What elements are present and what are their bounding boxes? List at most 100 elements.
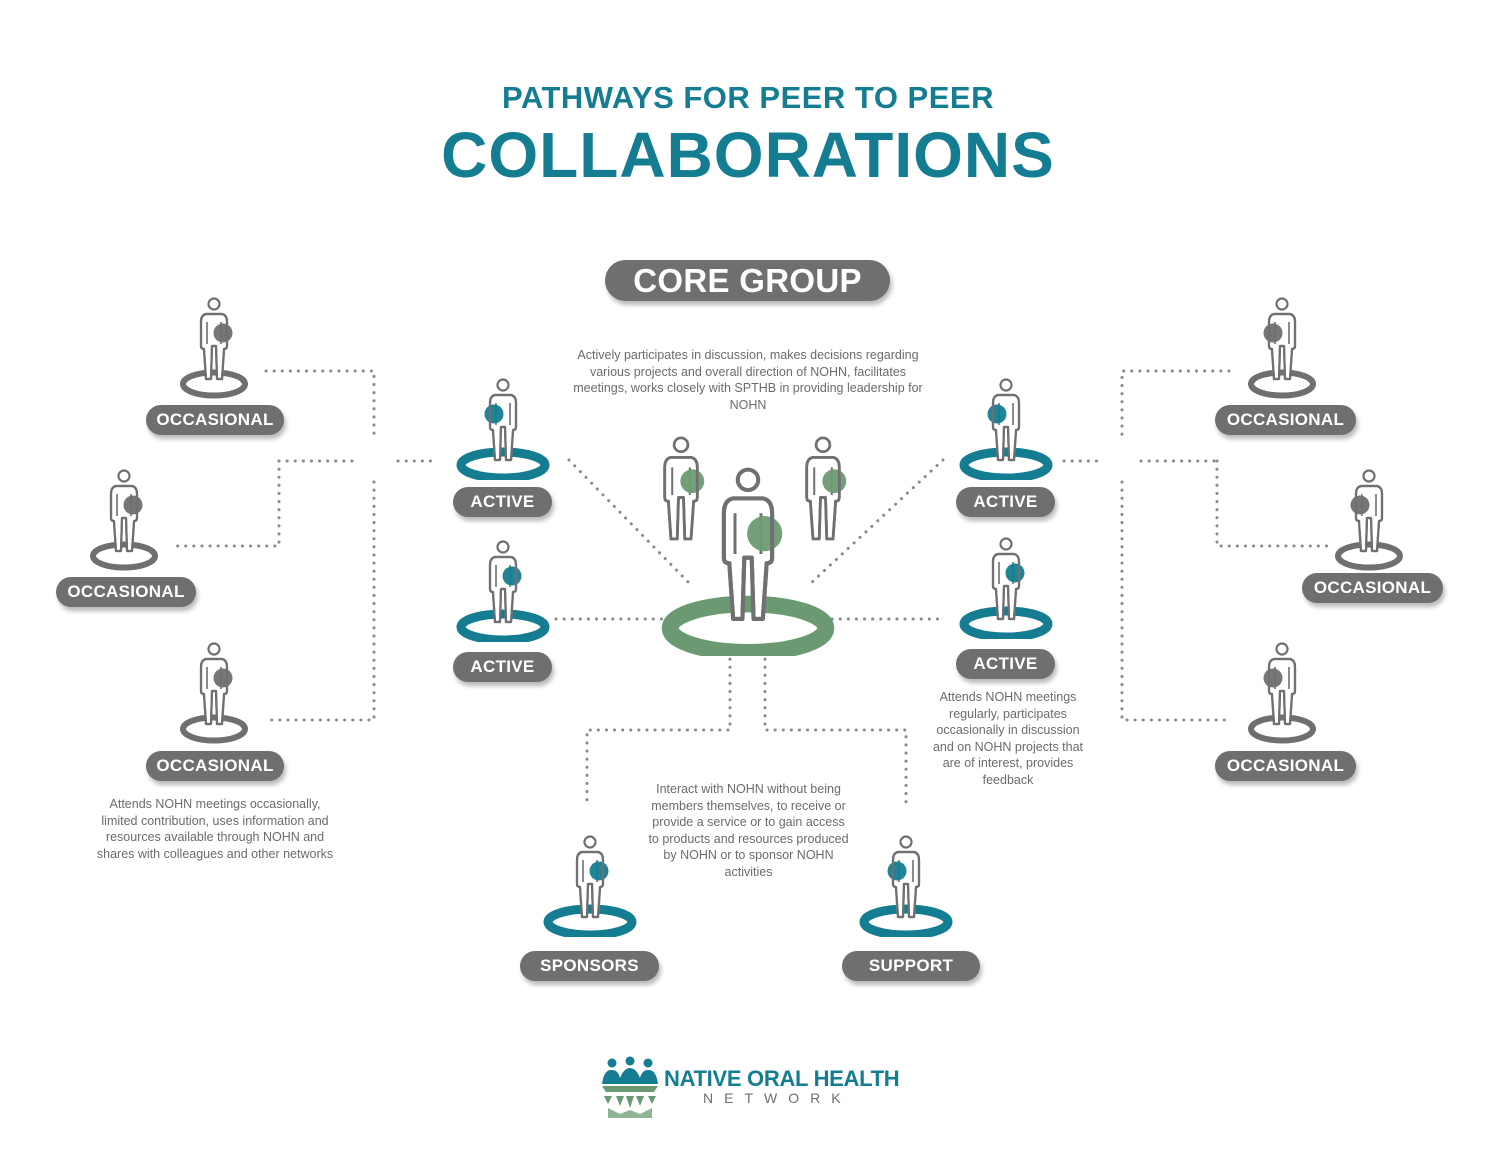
active-label: ACTIVE <box>453 487 552 517</box>
ring-base <box>180 369 248 399</box>
occasional-description: Attends NOHN meetings occasionally, limi… <box>96 797 334 861</box>
core-leader-person-icon <box>661 467 835 656</box>
body-outline <box>488 555 518 624</box>
ring-base <box>1248 714 1316 744</box>
active-label: ACTIVE <box>956 649 1055 679</box>
accent-dot <box>213 668 233 688</box>
core-member-person-icon <box>663 436 705 541</box>
active-person-icon <box>456 378 550 480</box>
accent-dot <box>1263 323 1283 343</box>
connector-line <box>264 480 376 722</box>
head <box>999 378 1013 392</box>
ring-base <box>90 541 158 571</box>
head <box>496 378 510 392</box>
occasional-label: OCCASIONAL <box>1302 573 1443 603</box>
occasional-person-icon <box>1248 642 1316 744</box>
head <box>814 436 832 453</box>
body-outline <box>1267 657 1297 726</box>
ring-base <box>661 595 835 656</box>
occasional-label: OCCASIONAL <box>146 405 284 435</box>
accent-dot <box>1350 495 1370 515</box>
accent-dot <box>484 404 504 424</box>
active-person-icon <box>959 378 1053 480</box>
body-outline <box>199 312 229 381</box>
active-person-icon <box>959 537 1053 639</box>
accent-dot <box>887 861 907 881</box>
ring-base <box>180 714 248 744</box>
ring-base <box>1335 541 1403 571</box>
occasional-person-icon <box>180 642 248 744</box>
head <box>207 297 221 311</box>
body-outline <box>575 850 605 919</box>
accent-dot <box>680 469 705 493</box>
occasional-label: OCCASIONAL <box>1215 751 1356 781</box>
head <box>672 436 690 453</box>
head <box>496 540 510 554</box>
connector-line <box>1120 369 1231 442</box>
accent-dot <box>1263 668 1283 688</box>
body-outline <box>721 496 775 621</box>
accent-dot <box>987 404 1007 424</box>
ring-base <box>1248 369 1316 399</box>
connector-line <box>1215 459 1330 548</box>
accent-dot <box>123 495 143 515</box>
accent-dot <box>213 323 233 343</box>
body-outline <box>991 552 1021 621</box>
ring-base <box>859 904 953 937</box>
support-description: Interact with NOHN without being members… <box>648 782 849 879</box>
ring-base <box>456 609 550 642</box>
head <box>117 469 131 483</box>
body-outline <box>199 657 229 726</box>
ring-base <box>959 606 1053 639</box>
connector-line <box>585 649 732 808</box>
accent-dot <box>822 469 847 493</box>
active-person-icon <box>456 540 550 642</box>
active-label: ACTIVE <box>956 487 1055 517</box>
main-heading: COLLABORATIONS <box>441 119 1055 191</box>
body-outline <box>663 455 699 541</box>
subtitle-heading: PATHWAYS FOR PEER TO PEER <box>502 80 994 115</box>
occasional-label: OCCASIONAL <box>56 577 196 607</box>
logo-name: NATIVE ORAL HEALTH <box>664 1066 900 1091</box>
head <box>899 835 913 849</box>
head <box>1275 642 1289 656</box>
core-member-person-icon <box>805 436 847 541</box>
body-outline <box>891 850 921 919</box>
head <box>1362 469 1376 483</box>
logo-subtitle: NETWORK <box>703 1090 852 1106</box>
occasional-label: OCCASIONAL <box>146 751 284 781</box>
connector-line <box>170 459 281 548</box>
support-label: SUPPORT <box>842 951 980 981</box>
active-description: Attends NOHN meetings regularly, partici… <box>932 690 1084 787</box>
head <box>207 642 221 656</box>
ring-base <box>959 447 1053 480</box>
head <box>735 467 761 492</box>
body-outline <box>1267 312 1297 381</box>
body-outline <box>488 393 518 462</box>
accent-dot <box>502 566 522 586</box>
accent-dot <box>1005 563 1025 583</box>
core-group-description: Actively participates in discussion, mak… <box>573 348 923 412</box>
occasional-label: OCCASIONAL <box>1215 405 1356 435</box>
head <box>1275 297 1289 311</box>
sponsors-label: SPONSORS <box>520 951 659 981</box>
connector-line <box>1120 480 1231 722</box>
active-label: ACTIVE <box>453 652 552 682</box>
body-outline <box>109 484 139 553</box>
head <box>583 835 597 849</box>
connector-line <box>264 369 376 442</box>
ring-base <box>456 447 550 480</box>
accent-dot <box>589 861 609 881</box>
occasional-person-icon <box>180 297 248 399</box>
occasional-person-icon <box>1335 469 1403 571</box>
core-group-label: CORE GROUP <box>605 260 890 301</box>
connector-line <box>763 649 908 808</box>
sponsor-person-icon <box>543 835 637 937</box>
network-logo-icon <box>602 1056 658 1118</box>
connector-line <box>567 458 692 586</box>
ring-base <box>543 904 637 937</box>
body-outline <box>805 455 841 541</box>
occasional-person-icon <box>1248 297 1316 399</box>
support-person-icon <box>859 835 953 937</box>
